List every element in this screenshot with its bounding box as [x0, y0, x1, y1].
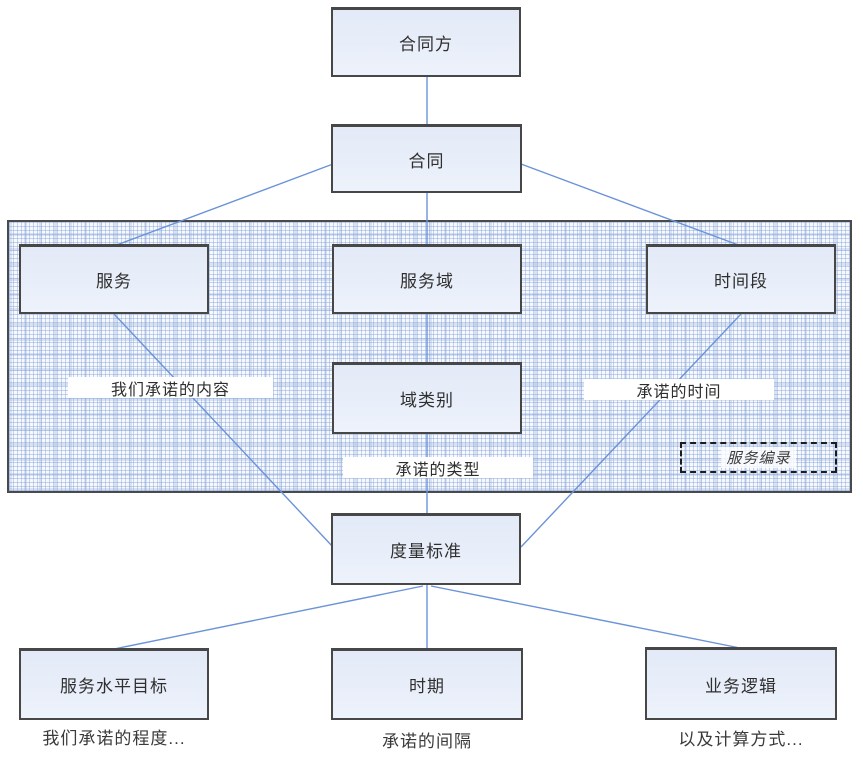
node-service-level-objective-label: 服务水平目标: [60, 677, 168, 696]
node-service-domain: 服务域: [332, 244, 522, 314]
edge-label-promised-type-text: 承诺的类型: [395, 461, 481, 479]
service-catalog-legend-box: 服务编录: [680, 442, 837, 473]
node-service-label: 服务: [96, 272, 132, 291]
node-service-level-objective: 服务水平目标: [19, 648, 209, 720]
node-contract-party: 合同方: [331, 7, 521, 77]
edge-metric-businesslogic: [430, 585, 741, 649]
service-catalog-legend-label: 服务编录: [721, 447, 796, 468]
node-metric: 度量标准: [331, 513, 521, 585]
caption-business-logic: 以及计算方式...: [678, 730, 804, 749]
node-contract: 合同: [331, 124, 522, 193]
node-domain-category: 域类别: [332, 362, 522, 434]
node-business-logic-label: 业务逻辑: [705, 676, 777, 696]
edge-label-promised-content: 我们承诺的内容: [68, 377, 273, 399]
node-contract-label: 合同: [408, 151, 445, 171]
edge-label-promised-time: 承诺的时间: [584, 379, 774, 401]
node-time-period-label: 时间段: [714, 272, 768, 291]
edge-metric-slo: [113, 585, 424, 650]
edge-label-promised-time-text: 承诺的时间: [636, 383, 722, 401]
node-period-label: 时期: [409, 677, 445, 696]
edge-label-promised-content-text: 我们承诺的内容: [110, 381, 230, 399]
node-service: 服务: [19, 244, 209, 314]
node-metric-label: 度量标准: [390, 542, 462, 561]
caption-period: 承诺的间隔: [382, 732, 472, 751]
node-service-domain-label: 服务域: [400, 272, 454, 291]
node-contract-party-label: 合同方: [399, 35, 453, 54]
node-time-period: 时间段: [646, 244, 836, 314]
node-business-logic: 业务逻辑: [645, 647, 837, 720]
node-period: 时期: [331, 648, 523, 720]
node-domain-category-label: 域类别: [400, 391, 454, 410]
caption-slo: 我们承诺的程度...: [42, 729, 186, 748]
edge-label-promised-type: 承诺的类型: [343, 457, 533, 479]
